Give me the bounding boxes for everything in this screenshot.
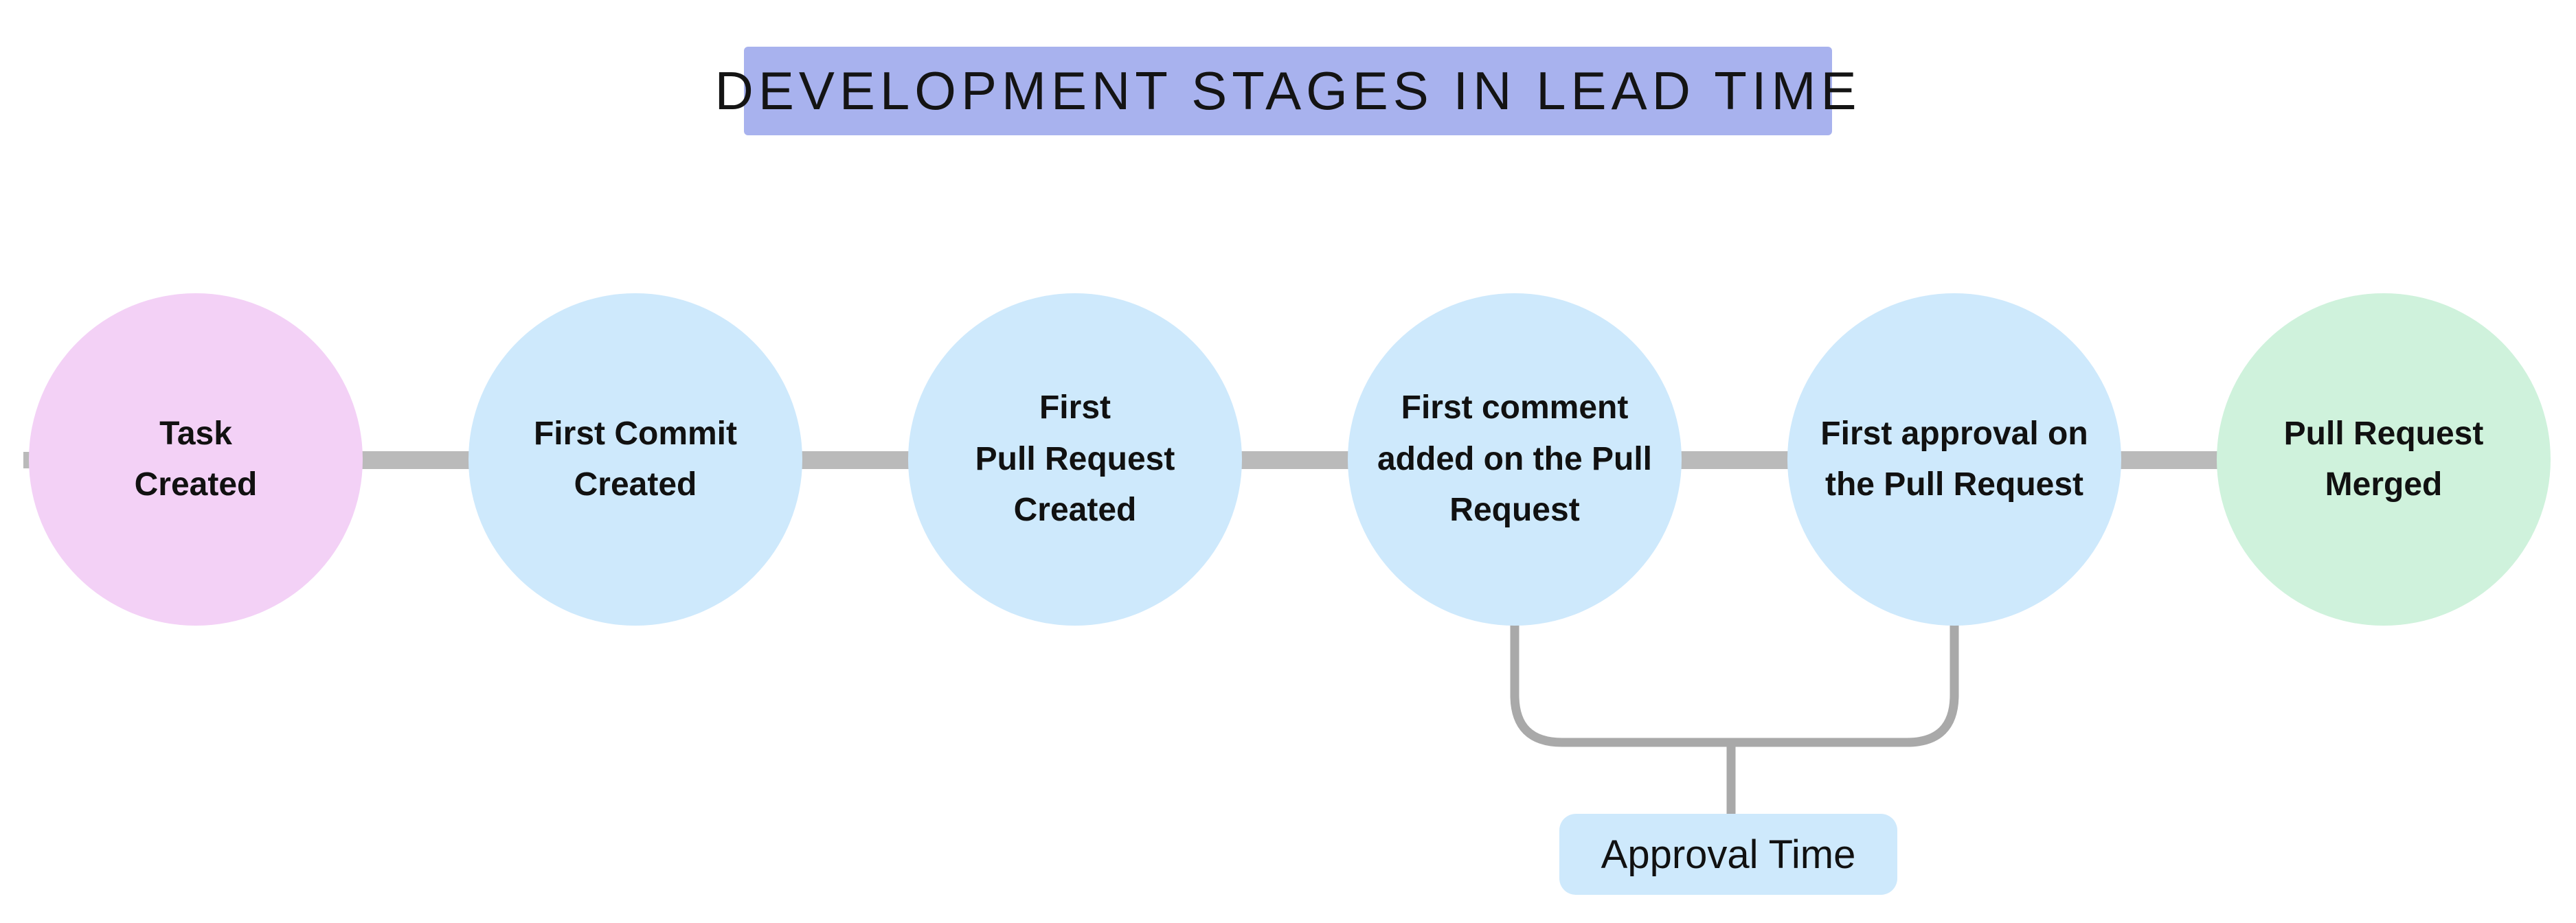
stage-node-first-comment-added: First comment added on the Pull Request bbox=[1348, 293, 1682, 626]
stage-label: Task Created bbox=[134, 415, 258, 503]
title-banner: DEVELOPMENT STAGES IN LEAD TIME bbox=[714, 47, 1857, 135]
stage-label: First Commit Created bbox=[533, 415, 737, 503]
approval-time-label: Approval Time bbox=[1559, 814, 1897, 895]
stage-node-first-pull-request-created: First Pull Request Created bbox=[908, 293, 1242, 626]
stage-label: First comment added on the Pull Request bbox=[1377, 389, 1652, 529]
stage-label: First approval on the Pull Request bbox=[1820, 415, 2088, 503]
stage-node-pull-request-merged: Pull Request Merged bbox=[2217, 293, 2551, 626]
stage-node-task-created: Task Created bbox=[29, 293, 363, 626]
title-text: DEVELOPMENT STAGES IN LEAD TIME bbox=[714, 60, 1862, 121]
stage-node-first-approval: First approval on the Pull Request bbox=[1787, 293, 2121, 626]
bracket-path bbox=[1510, 622, 1959, 747]
stage-node-first-commit-created: First Commit Created bbox=[468, 293, 802, 626]
stage-label: Pull Request Merged bbox=[2283, 415, 2484, 503]
approval-time-text: Approval Time bbox=[1601, 832, 1856, 877]
stage-label: First Pull Request Created bbox=[975, 389, 1175, 529]
